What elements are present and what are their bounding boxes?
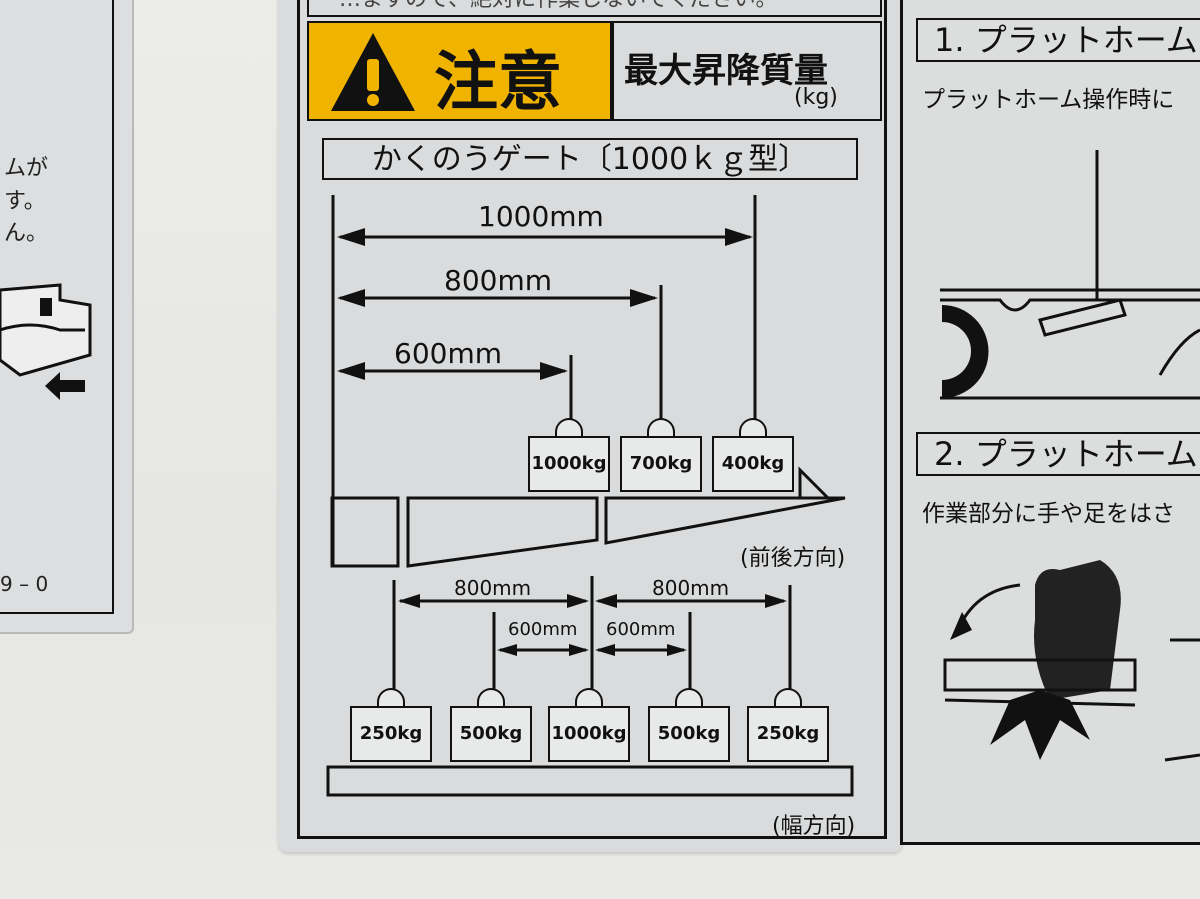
left-code: 9 – 0 [0, 572, 49, 596]
dim-width-800mm-right: 800mm [652, 576, 730, 600]
dim-width-600mm-right: 600mm [606, 619, 676, 640]
dim-width-600mm-left: 600mm [508, 619, 578, 640]
weight-1000kg-center: 1000kg [548, 688, 630, 762]
arrow-left-icon [45, 372, 85, 400]
title-unit: (kg) [794, 85, 838, 110]
weight-400kg: 400kg [712, 418, 794, 492]
dim-600mm: 600mm [394, 337, 502, 370]
direction-front-back: (前後方向) [740, 546, 846, 571]
gate-model-label: かくのうゲート〔1000ｋｇ型〕 [322, 138, 858, 180]
header-strip: …ますので、絶対に作業しないでください。 [307, 0, 882, 17]
step1-title: 1. プラットホーム [916, 18, 1200, 62]
step2-text: 作業部分に手や足をはさ [922, 501, 1175, 527]
step2-title: 2. プラットホーム [916, 432, 1200, 476]
title-max-lift-mass: 最大昇降質量 [624, 51, 828, 91]
caution-box: 注意 [307, 21, 612, 121]
header-partial-text: …ますので、絶対に作業しないでください。 [339, 0, 777, 13]
caution-label: 注意 [434, 46, 562, 120]
left-sticker-frame [0, 0, 114, 614]
dim-width-800mm-left: 800mm [454, 576, 532, 600]
front-back-diagram [330, 195, 846, 568]
weight-500kg-right: 500kg [648, 688, 730, 762]
weight-500kg-left: 500kg [450, 688, 532, 762]
left-text-1: ムが [4, 156, 49, 181]
weight-250kg-left: 250kg [350, 688, 432, 762]
dim-1000mm: 1000mm [478, 200, 604, 233]
step1-text: プラットホーム操作時に [922, 87, 1175, 113]
warning-triangle-icon [331, 33, 415, 111]
hand-pinch-icon [1034, 560, 1121, 700]
weight-700kg: 700kg [620, 418, 702, 492]
impact-burst-icon [990, 690, 1090, 760]
weight-250kg-right: 250kg [747, 688, 829, 762]
width-diagram [326, 576, 854, 797]
left-illustration [0, 283, 92, 400]
dim-800mm: 800mm [444, 264, 552, 297]
weight-1000kg-front: 1000kg [528, 418, 610, 492]
caution-panel-frame [297, 0, 887, 839]
left-text-2: す。 [4, 189, 46, 214]
left-text-3: ん。 [4, 221, 49, 246]
title-box: 最大昇降質量 (kg) [612, 21, 882, 121]
wheel-icon [942, 305, 989, 398]
direction-width: (幅方向) [772, 814, 856, 839]
